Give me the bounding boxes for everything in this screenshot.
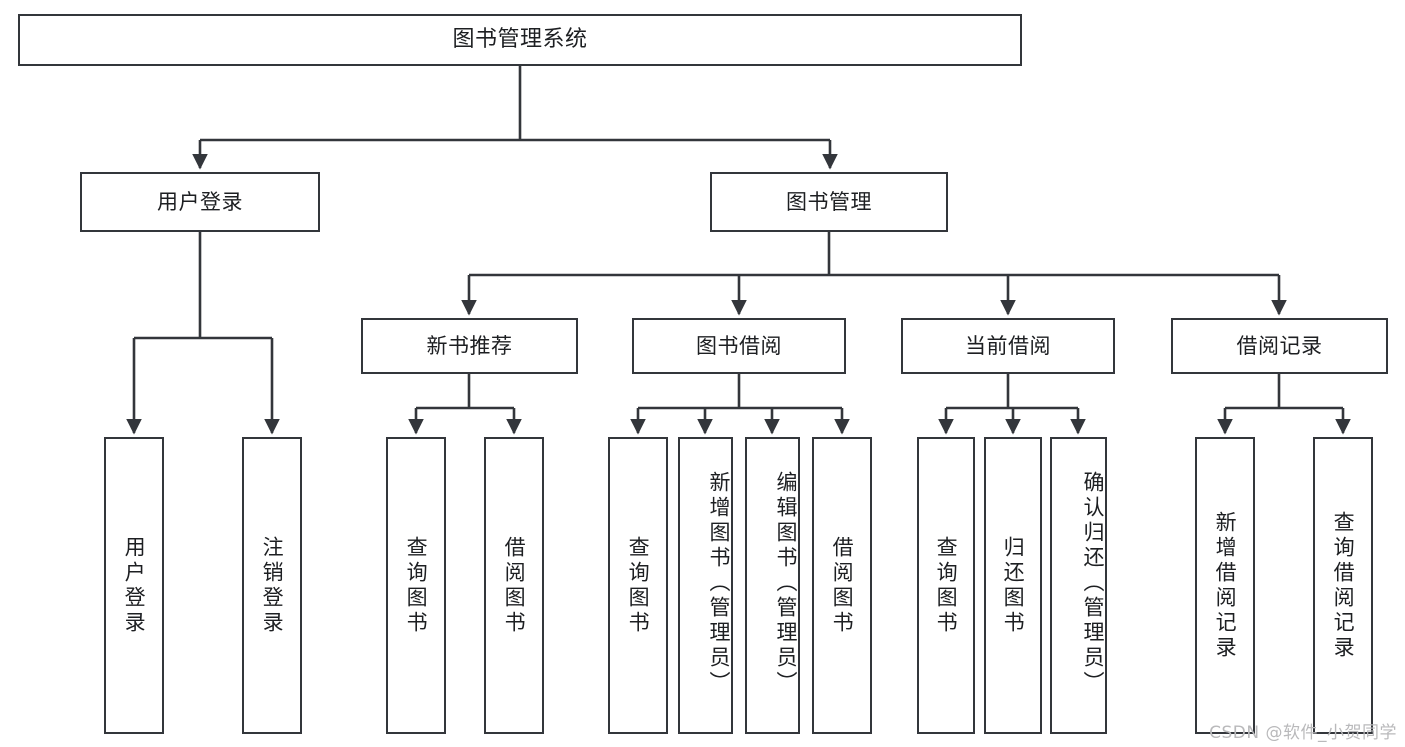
- node-leaf-query-book-recommend[interactable]: 查询图书: [386, 437, 446, 734]
- node-leaf-add-borrow-record[interactable]: 新增借阅记录: [1195, 437, 1255, 734]
- node-book-borrow[interactable]: 图书借阅: [632, 318, 846, 374]
- node-leaf-borrow-book-recommend[interactable]: 借阅图书: [484, 437, 544, 734]
- node-leaf-user-login[interactable]: 用户登录: [104, 437, 164, 734]
- node-borrow-record[interactable]: 借阅记录: [1171, 318, 1388, 374]
- node-leaf-borrow-book[interactable]: 借阅图书: [812, 437, 872, 734]
- node-book-manage[interactable]: 图书管理: [710, 172, 948, 232]
- node-new-book-recommend[interactable]: 新书推荐: [361, 318, 578, 374]
- node-leaf-edit-book-admin[interactable]: 编辑图书（管理员）: [745, 437, 800, 734]
- node-leaf-return-book[interactable]: 归还图书: [984, 437, 1042, 734]
- node-leaf-query-book-current[interactable]: 查询图书: [917, 437, 975, 734]
- node-leaf-logout[interactable]: 注销登录: [242, 437, 302, 734]
- node-leaf-confirm-return-admin[interactable]: 确认归还（管理员）: [1050, 437, 1107, 734]
- node-root[interactable]: 图书管理系统: [18, 14, 1022, 66]
- node-current-borrow[interactable]: 当前借阅: [901, 318, 1115, 374]
- watermark: CSDN @软件_小贺同学: [1209, 723, 1397, 743]
- node-user-login[interactable]: 用户登录: [80, 172, 320, 232]
- node-leaf-query-borrow-record[interactable]: 查询借阅记录: [1313, 437, 1373, 734]
- node-leaf-query-book-borrow[interactable]: 查询图书: [608, 437, 668, 734]
- node-leaf-add-book-admin[interactable]: 新增图书（管理员）: [678, 437, 733, 734]
